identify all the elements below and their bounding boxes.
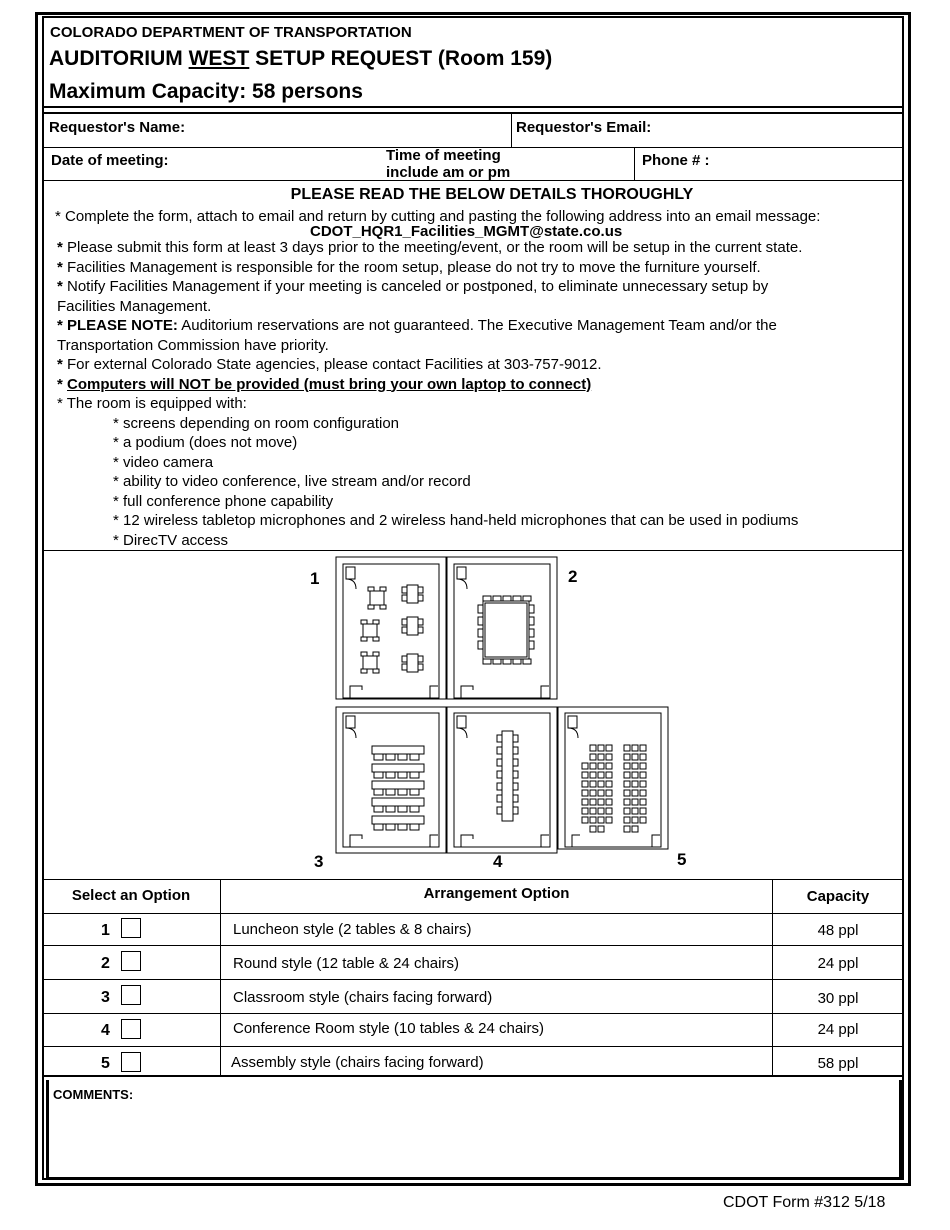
option-3-checkbox[interactable] [121, 985, 141, 1005]
details-line-complete-form: * Complete the form, attach to email and… [55, 208, 821, 225]
header-divider-2 [42, 112, 904, 114]
table-col-divider-2 [772, 879, 773, 1076]
col-header-arrangement: Arrangement Option [423, 885, 570, 902]
equip-item: * screens depending on room configuratio… [113, 414, 400, 432]
option-arrangement: Luncheon style (2 tables & 8 chairs) [233, 921, 472, 938]
diagram-label-5: 5 [677, 850, 687, 869]
details-list: * Please submit this form at least 3 day… [57, 238, 907, 550]
time-of-meeting-field[interactable] [520, 150, 630, 178]
fields-bottom-divider [42, 180, 904, 181]
equip-item: * DirecTV access [113, 531, 229, 549]
details-line-computers: * Computers will NOT be provided (must b… [57, 375, 592, 393]
equip-item: * ability to video conference, live stre… [113, 473, 471, 490]
table-row-divider [42, 979, 904, 980]
col-header-capacity: Capacity [806, 888, 870, 905]
date-of-meeting-label: Date of meeting: [51, 152, 169, 169]
room-layout-3 [335, 706, 447, 854]
table-row-divider [42, 945, 904, 946]
option-number: 2 [101, 955, 110, 972]
page-title: AUDITORIUM WEST SETUP REQUEST (Room 159) [49, 47, 553, 70]
room-layout-5 [557, 706, 669, 850]
phone-field[interactable] [720, 150, 900, 178]
form-number: CDOT Form #312 5/18 [723, 1194, 886, 1211]
option-4-checkbox[interactable] [121, 1019, 141, 1039]
equip-item: * full conference phone capability [113, 492, 334, 510]
table-row-divider [42, 1046, 904, 1047]
diagram-label-4: 4 [493, 852, 503, 871]
date-of-meeting-field[interactable] [180, 150, 380, 178]
details-bottom-divider [42, 550, 904, 551]
details-heading: PLEASE READ THE BELOW DETAILS THOROUGHLY [290, 186, 694, 203]
option-number: 4 [101, 1022, 110, 1039]
department-name: COLORADO DEPARTMENT OF TRANSPORTATION [50, 24, 412, 41]
room-layout-4 [446, 706, 558, 854]
details-line-please-note-cont: Transportation Commission have priority. [57, 336, 329, 354]
max-capacity: Maximum Capacity: 58 persons [49, 80, 363, 103]
details-line-notify-cont: Facilities Management. [57, 297, 212, 315]
option-arrangement: Round style (12 table & 24 chairs) [233, 955, 459, 972]
diagram-label-2: 2 [568, 567, 578, 586]
diagram-label-3: 3 [314, 852, 324, 871]
field-divider [511, 114, 512, 148]
option-arrangement: Conference Room style (10 tables & 24 ch… [233, 1020, 544, 1037]
table-row-divider [42, 913, 904, 914]
phone-label: Phone # : [642, 152, 710, 169]
equip-item: * 12 wireless tabletop microphones and 2… [113, 512, 799, 529]
option-number: 1 [101, 922, 110, 939]
equip-item: * a podium (does not move) [113, 434, 298, 451]
details-line-responsible: * Facilities Management is responsible f… [57, 258, 761, 276]
header-divider [42, 106, 904, 108]
room-layout-1 [335, 556, 447, 700]
details-line-equipped: * The room is equipped with: [57, 395, 247, 412]
diagram-label-1: 1 [310, 569, 320, 588]
option-capacity: 24 ppl [817, 955, 859, 972]
field-row-divider [42, 147, 904, 148]
option-number: 3 [101, 989, 110, 1006]
outer-frame [35, 12, 911, 1186]
facilities-email: CDOT_HQR1_Facilities_MGMT@state.co.us [310, 223, 623, 240]
details-line-external: * For external Colorado State agencies, … [57, 356, 602, 373]
requestor-email-field[interactable] [660, 116, 900, 146]
requestor-email-label: Requestor's Email: [516, 119, 652, 136]
room-layout-2 [446, 556, 558, 700]
table-row-divider [42, 1013, 904, 1014]
comments-label: COMMENTS: [53, 1087, 134, 1102]
details-line-submit: * Please submit this form at least 3 day… [57, 239, 803, 256]
table-top-border [42, 879, 904, 880]
equip-item: * video camera [113, 453, 214, 471]
option-capacity: 24 ppl [817, 1021, 859, 1038]
field-divider-2 [634, 148, 635, 180]
details-line-notify: * Notify Facilities Management if your m… [57, 278, 769, 295]
option-2-checkbox[interactable] [121, 951, 141, 971]
details-line-please-note: * PLEASE NOTE: Auditorium reservations a… [57, 317, 777, 334]
option-capacity: 48 ppl [817, 922, 859, 939]
option-capacity: 58 ppl [817, 1055, 859, 1072]
option-number: 5 [101, 1055, 110, 1072]
col-header-select: Select an Option [71, 887, 191, 904]
requestor-name-field[interactable] [190, 116, 510, 146]
table-bottom-border [42, 1075, 904, 1077]
option-1-checkbox[interactable] [121, 918, 141, 938]
option-arrangement: Assembly style (chairs facing forward) [231, 1054, 484, 1071]
requestor-name-label: Requestor's Name: [49, 119, 186, 136]
comments-box[interactable] [46, 1080, 902, 1180]
option-arrangement: Classroom style (chairs facing forward) [233, 989, 493, 1006]
option-5-checkbox[interactable] [121, 1052, 141, 1072]
table-col-divider-1 [220, 879, 221, 1076]
room-layout-diagrams [335, 556, 669, 854]
option-capacity: 30 ppl [817, 990, 859, 1007]
